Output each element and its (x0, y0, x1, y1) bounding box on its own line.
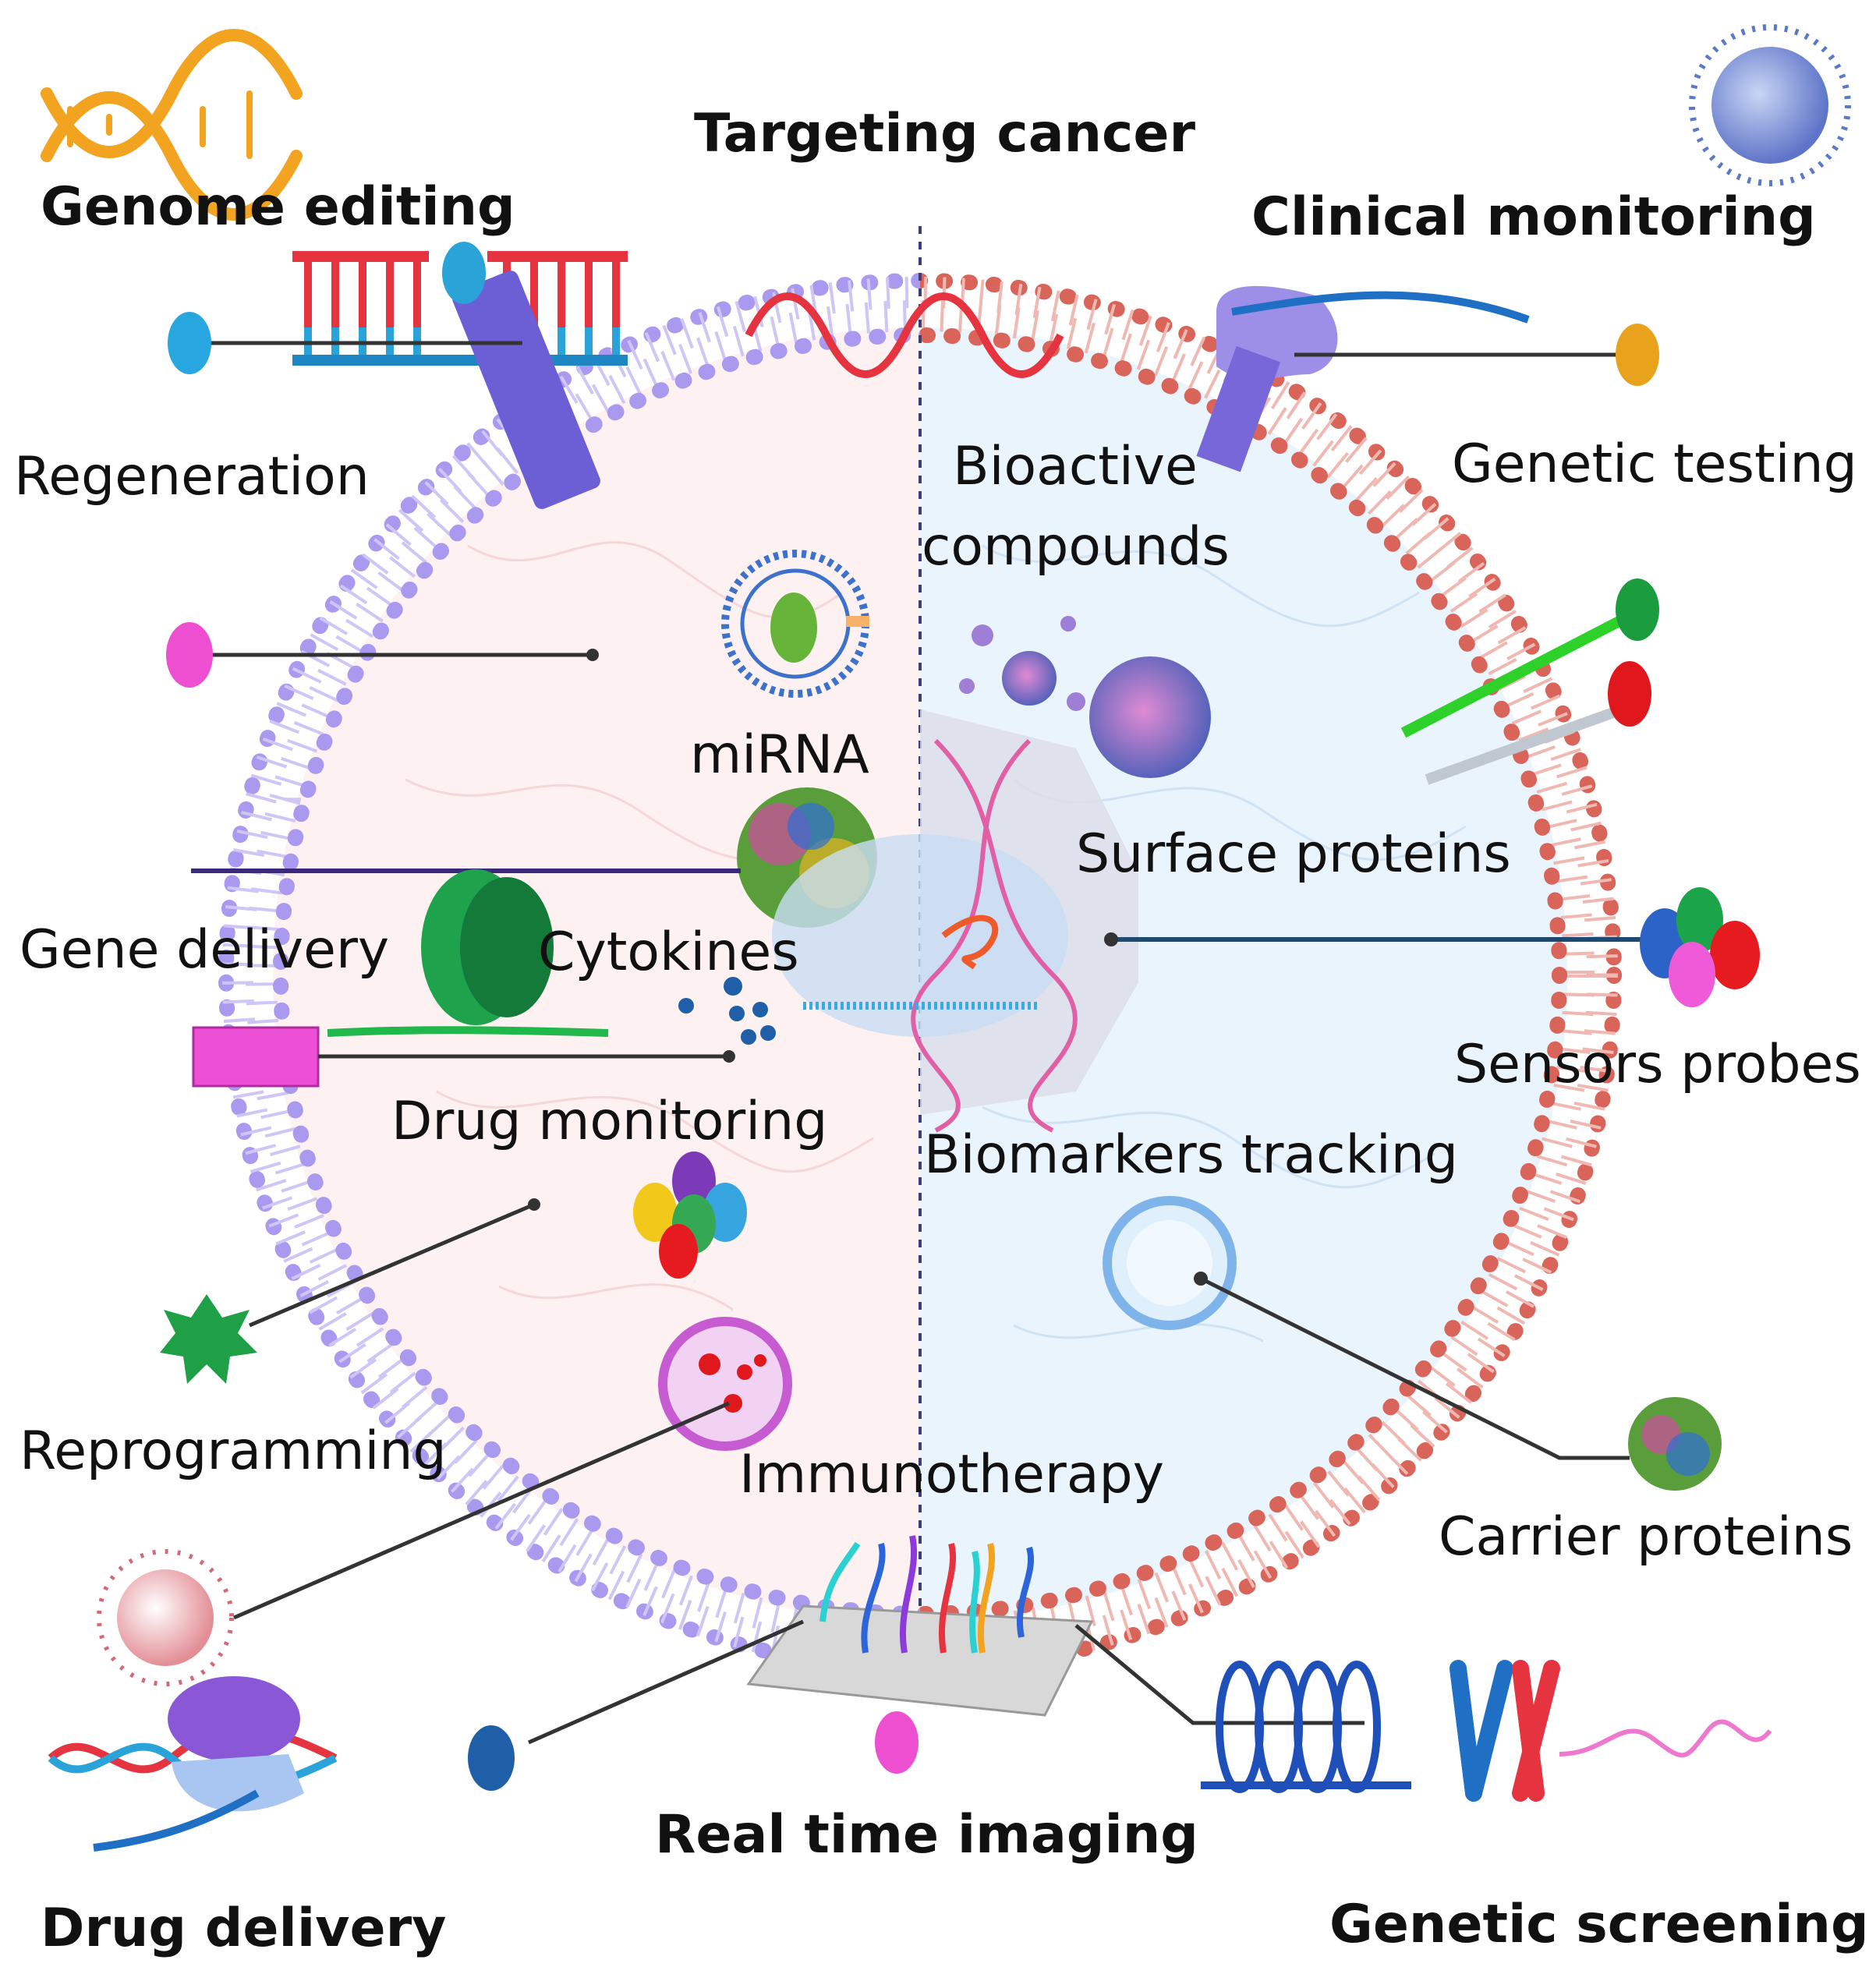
bioactive-particles-icon (959, 616, 1211, 778)
sensor-rod-icon (1400, 578, 1659, 785)
immunotherapy-connector (233, 1401, 730, 1620)
connector-dot (1194, 1272, 1208, 1286)
pink-pin-icon (166, 622, 213, 688)
starburst-icon (160, 1294, 257, 1384)
label-immunotherapy: Immunotherapy (739, 1444, 1164, 1505)
pink-vector-icon (192, 1026, 320, 1088)
drug-delivery-ribosome-icon (48, 1676, 338, 1852)
crispr-comb-icon (292, 242, 628, 509)
nucleosome-icon (327, 869, 609, 1037)
blue-dark-pin-icon (468, 1725, 515, 1791)
mirna-icon (721, 550, 869, 698)
carrier-proteins-connector (1199, 1276, 1630, 1460)
central-gear-icon (772, 709, 1138, 1133)
reprogramming-connector (249, 1202, 535, 1328)
connector-dot (723, 1050, 735, 1063)
carrier-protein-blob-icon (1628, 1397, 1722, 1491)
cytokine-dots-icon (678, 977, 776, 1045)
label-bioactive: Bioactive (953, 436, 1198, 497)
title-targeting-cancer: Targeting cancer (694, 103, 1195, 164)
virus-particle-icon (97, 1549, 234, 1686)
label-compounds: compounds (922, 516, 1230, 578)
label-carrier-proteins: Carrier proteins (1439, 1506, 1853, 1568)
nanoparticle-icon (1689, 24, 1851, 186)
connector-dot (1104, 932, 1118, 946)
label-cytokines: Cytokines (538, 922, 799, 983)
label-biomarkers-tracking: Biomarkers tracking (924, 1124, 1459, 1186)
label-drug-delivery: Drug delivery (41, 1898, 447, 1959)
drug-cluster-icon (633, 1152, 747, 1279)
dna-helix-icon (41, 29, 303, 221)
label-regeneration: Regeneration (14, 446, 370, 508)
label-surface-proteins: Surface proteins (1076, 823, 1511, 885)
rna-wave-icon (745, 292, 1064, 378)
label-reprogramming: Reprogramming (19, 1420, 447, 1482)
label-drug-monitoring: Drug monitoring (391, 1091, 828, 1152)
imaging-connector-left (527, 1619, 805, 1745)
left-membrane (218, 273, 920, 1676)
label-gene-delivery: Gene delivery (19, 919, 390, 981)
pink-small-pin-icon (875, 1711, 919, 1774)
chromosome-icon (1201, 1660, 1772, 1802)
probe-cluster-icon (1640, 887, 1760, 1007)
label-genetic-screening: Genetic screening (1329, 1894, 1869, 1955)
label-mirna: miRNA (690, 724, 869, 786)
label-sensors-probes: Sensors probes (1454, 1034, 1861, 1095)
right-membrane (920, 273, 1622, 1676)
label-clinical-monitoring: Clinical monitoring (1251, 186, 1816, 248)
connector-dot (528, 1198, 540, 1211)
orange-pin-icon (1616, 324, 1659, 386)
label-genome-editing: Genome editing (41, 176, 515, 238)
microarray-chip-icon (746, 1535, 1094, 1717)
biomarker-vesicle-icon (1103, 1196, 1237, 1330)
label-genetic-testing: Genetic testing (1452, 433, 1857, 495)
label-real-time-imaging: Real time imaging (655, 1804, 1198, 1866)
cell-interior (273, 327, 1567, 1622)
blue-pin-icon (168, 312, 211, 374)
immune-cell-icon (658, 1317, 792, 1451)
screening-connector (1074, 1624, 1365, 1725)
connector-dot (586, 649, 599, 661)
